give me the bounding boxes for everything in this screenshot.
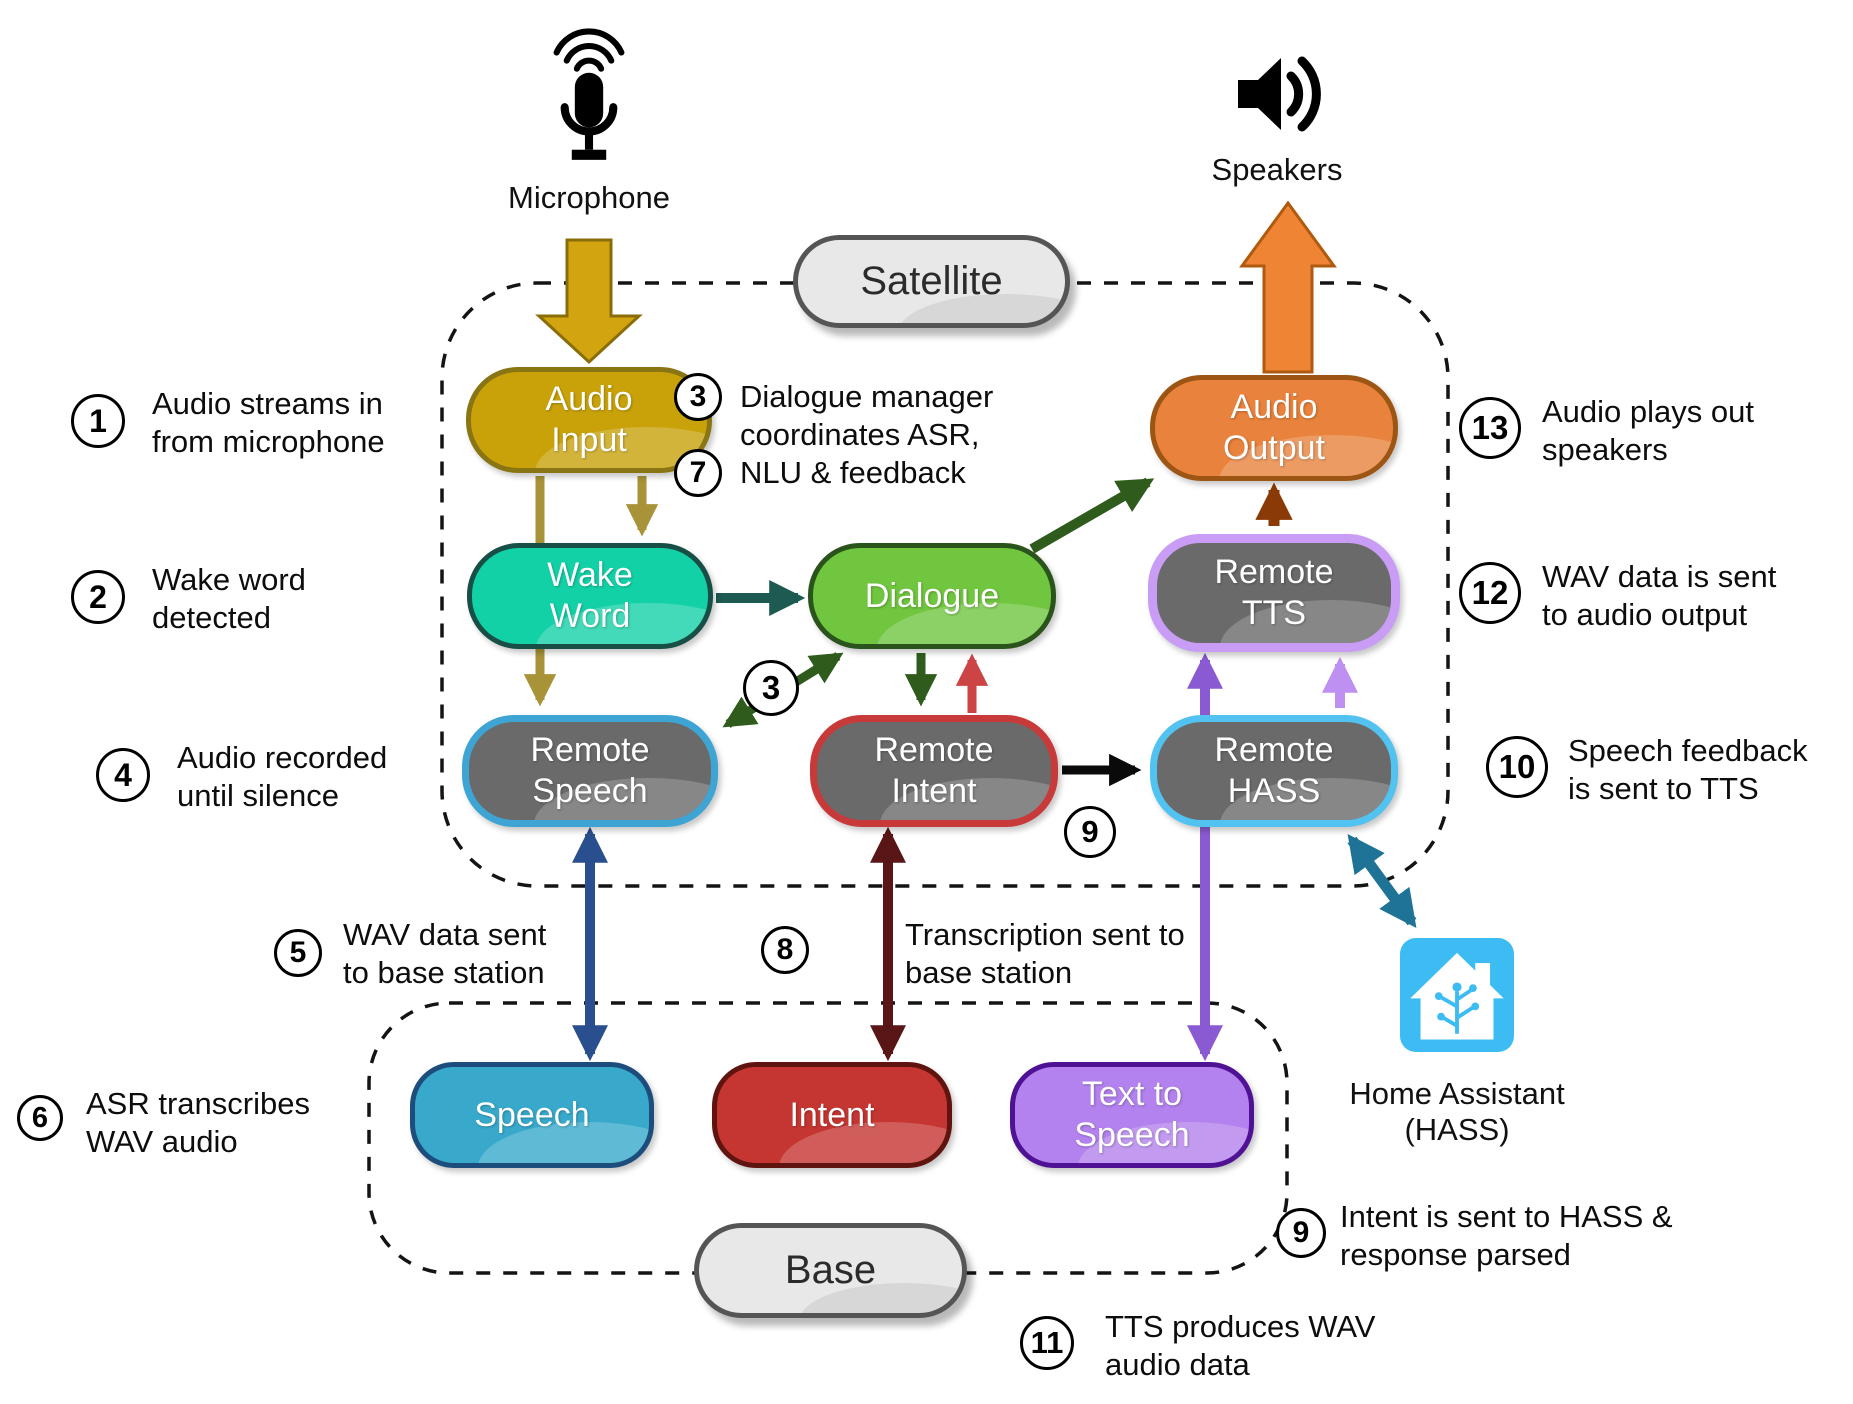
node-remote-intent: Remote Intent — [810, 715, 1058, 827]
node-text-to-speech: Text to Speech — [1010, 1062, 1254, 1168]
microphone-icon — [526, 12, 652, 172]
step-9-arrow-badge: 9 — [1064, 806, 1116, 858]
node-remote-speech: Remote Speech — [462, 715, 718, 827]
step-2-badge: 2 — [71, 570, 125, 624]
node-remote-tts-label: Remote TTS — [1214, 553, 1334, 632]
node-speech-label: Speech — [474, 1095, 590, 1134]
node-intent-label: Intent — [789, 1095, 875, 1134]
arrow-microphone-to-audio-input — [535, 238, 643, 365]
step-8-badge: 8 — [761, 926, 809, 974]
node-remote-intent-label: Remote Intent — [874, 731, 994, 810]
arrow-audio-output-to-speakers — [1239, 200, 1337, 374]
home-assistant-icon — [1400, 938, 1514, 1052]
step-3-badge: 3 — [674, 373, 722, 421]
node-speech: Speech — [410, 1062, 654, 1168]
step-6-badge: 6 — [17, 1095, 63, 1141]
step-13-badge: 13 — [1459, 397, 1521, 459]
base-group-label: Base — [784, 1248, 877, 1292]
step-10-text: Speech feedback is sent to TTS — [1568, 733, 1808, 806]
step-11-text: TTS produces WAV audio data — [1105, 1309, 1376, 1382]
node-dialogue-label: Dialogue — [864, 576, 1000, 615]
step-11-badge: 11 — [1020, 1316, 1074, 1370]
microphone-label: Microphone — [508, 180, 670, 215]
step-7-badge: 7 — [674, 449, 722, 497]
speakers-label: Speakers — [1211, 152, 1343, 187]
step-3-7-text: Dialogue manager coordinates ASR, NLU & … — [740, 379, 994, 490]
node-wake-word: Wake Word — [467, 543, 713, 649]
step-6-text: ASR transcribes WAV audio — [86, 1086, 310, 1159]
step-4-text: Audio recorded until silence — [177, 740, 388, 813]
step-3-arrow-badge: 3 — [743, 660, 799, 716]
step-10-badge: 10 — [1486, 736, 1548, 798]
step-9-badge: 9 — [1276, 1208, 1326, 1258]
node-dialogue: Dialogue — [808, 543, 1056, 649]
step-9-text: Intent is sent to HASS & response parsed — [1340, 1199, 1673, 1272]
home-assistant-label: Home Assistant (HASS) — [1317, 1076, 1597, 1148]
node-remote-tts: Remote TTS — [1148, 534, 1400, 652]
step-8-text: Transcription sent to base station — [905, 917, 1185, 990]
arrow-remote-hass-home-assistant-bidirectional — [1347, 833, 1417, 929]
step-12-badge: 12 — [1459, 562, 1521, 624]
step-5-text: WAV data sent to base station — [343, 917, 547, 990]
step-13-text: Audio plays out speakers — [1542, 394, 1754, 467]
speakers-icon — [1228, 44, 1328, 144]
home-assistant-label-line1: Home Assistant — [1349, 1076, 1565, 1111]
node-wake-word-label: Wake Word — [547, 556, 633, 635]
node-audio-output: Audio Output — [1150, 375, 1398, 481]
satellite-group-label: Satellite — [860, 259, 1003, 303]
node-text-to-speech-label: Text to Speech — [1074, 1075, 1190, 1154]
step-12-text: WAV data is sent to audio output — [1542, 559, 1777, 632]
node-audio-input-label: Audio Input — [545, 380, 633, 459]
step-5-badge: 5 — [274, 929, 322, 977]
base-group-pill: Base — [694, 1223, 967, 1318]
node-remote-speech-label: Remote Speech — [530, 731, 650, 810]
node-remote-hass: Remote HASS — [1150, 715, 1398, 827]
node-audio-output-label: Audio Output — [1222, 388, 1326, 467]
step-4-badge: 4 — [96, 748, 150, 802]
step-1-badge: 1 — [71, 394, 125, 448]
step-2-text: Wake word detected — [152, 562, 306, 635]
step-1-text: Audio streams in from microphone — [152, 386, 385, 459]
node-remote-hass-label: Remote HASS — [1214, 731, 1334, 810]
satellite-group-pill: Satellite — [793, 235, 1070, 328]
node-audio-input: Audio Input — [466, 367, 712, 473]
arrow-dialogue-to-audio-output — [1029, 477, 1155, 554]
home-assistant-label-line2: (HASS) — [1404, 1112, 1510, 1147]
node-intent: Intent — [712, 1062, 952, 1168]
